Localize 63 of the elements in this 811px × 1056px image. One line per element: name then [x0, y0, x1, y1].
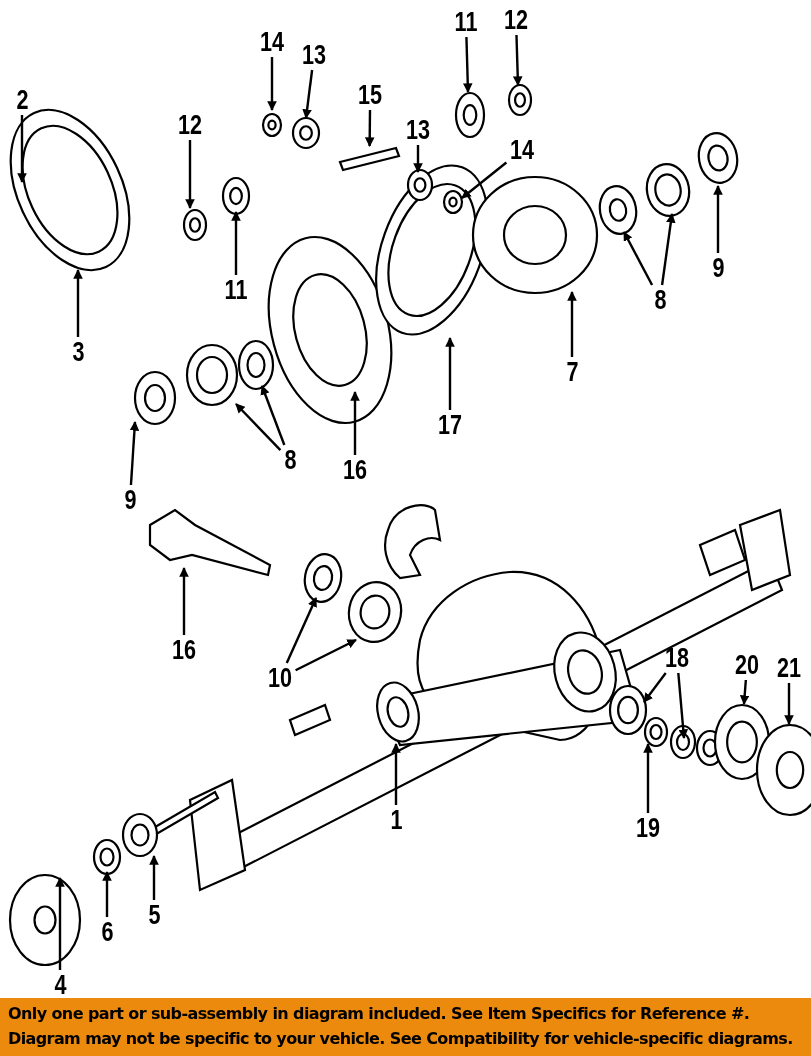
callout-number: 14: [508, 136, 536, 164]
leader-line: [55, 877, 65, 970]
callout-number: 1: [388, 806, 404, 834]
leader-line: [391, 743, 401, 805]
pin-shaft: [338, 146, 401, 172]
callout-number: 15: [356, 81, 384, 109]
leader-line: [660, 213, 676, 286]
leader-line: [260, 385, 286, 446]
callout-number: 21: [775, 654, 803, 682]
leader-line: [185, 140, 195, 209]
leader-line: [350, 391, 360, 455]
callout-number: 4: [52, 971, 68, 999]
callout-number: 20: [733, 651, 761, 679]
callout-number: 8: [282, 446, 298, 474]
leader-line: [73, 269, 83, 337]
callout-number: 14: [258, 28, 286, 56]
leader-line: [445, 337, 455, 410]
leader-line: [643, 672, 667, 703]
callout-number: 19: [634, 814, 662, 842]
callout-number: 12: [176, 111, 204, 139]
leader-line: [231, 211, 241, 275]
notice-text: Only one part or sub-assembly in diagram included. See Item Specifics for Reference #.: [8, 1003, 751, 1025]
callout-number: 12: [502, 6, 530, 34]
leader-line: [413, 145, 423, 173]
callout-number: 6: [99, 918, 115, 946]
callout-number: 13: [300, 41, 328, 69]
leader-line: [17, 115, 27, 183]
notice-text: Diagram may not be specific to your vehicle. See Compatibility for vehicle-specific diagrams.: [8, 1028, 794, 1050]
callout-number: 17: [436, 411, 464, 439]
leader-line: [567, 291, 577, 357]
callout-number: 11: [452, 8, 480, 36]
callout-number: 16: [170, 636, 198, 664]
callout-number: 2: [14, 86, 30, 114]
leader-line: [129, 421, 140, 486]
leader-line: [295, 638, 357, 672]
leader-line: [364, 110, 375, 147]
leader-line: [285, 597, 318, 664]
callout-number: 16: [341, 456, 369, 484]
leader-line: [102, 871, 112, 917]
callout-number: 11: [222, 276, 250, 304]
leader-line: [179, 567, 189, 635]
callout-number: 9: [122, 486, 138, 514]
leader-line: [622, 231, 654, 286]
callout-number: 5: [146, 901, 162, 929]
leader-line: [643, 743, 653, 813]
leader-line: [739, 679, 750, 705]
leader-line: [677, 672, 689, 739]
callout-number: 3: [70, 338, 86, 366]
callout-number: 9: [710, 254, 726, 282]
leader-line: [235, 403, 282, 451]
leader-line: [267, 57, 277, 111]
callout-number: 13: [404, 116, 432, 144]
callout-number: 10: [266, 664, 294, 692]
callout-number: 8: [652, 286, 668, 314]
leader-line: [462, 36, 473, 93]
leader-line: [512, 34, 523, 86]
leader-line: [302, 69, 314, 119]
leader-line: [149, 855, 159, 900]
leader-line: [784, 683, 794, 725]
leader-line: [461, 161, 508, 199]
callout-number: 7: [564, 358, 580, 386]
leader-line: [713, 185, 723, 253]
callout-number: 18: [663, 644, 691, 672]
